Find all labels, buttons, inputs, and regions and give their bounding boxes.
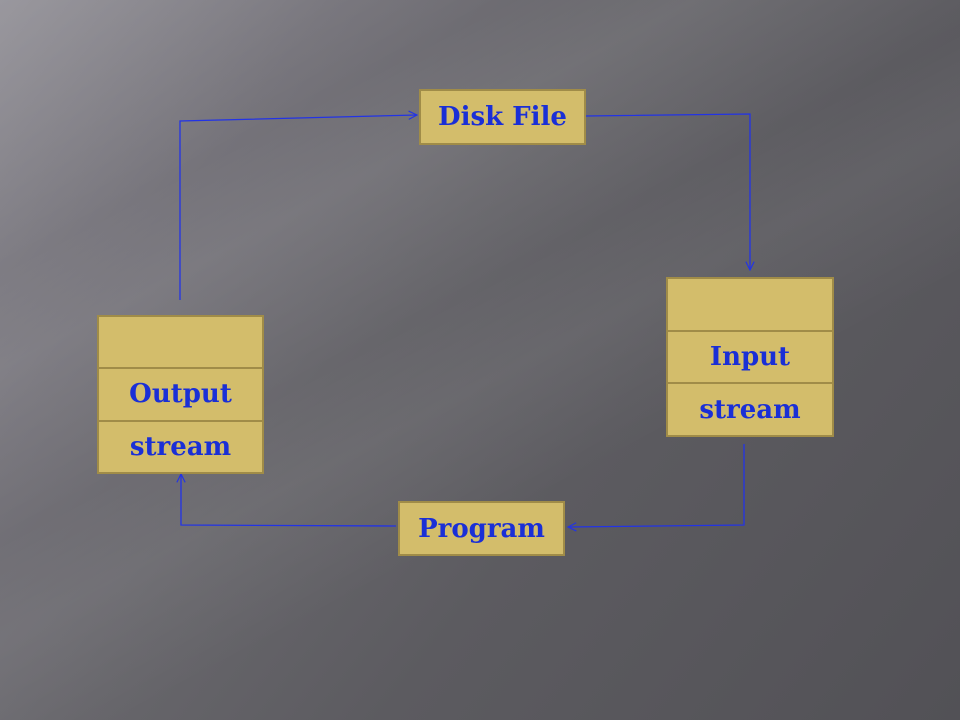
program-box: Program [398, 501, 565, 556]
arrow-program-to-output [181, 474, 397, 527]
output-stream-cell-1: Output [99, 367, 262, 419]
input-stream-cell-2: stream [668, 382, 832, 435]
output-stream-cell-2: stream [99, 419, 262, 472]
input-stream-cell-1: Input [668, 329, 832, 383]
disk-file-box: Disk File [419, 89, 586, 145]
input-stream-label-line2: stream [699, 394, 801, 425]
output-stream-cell-blank [99, 317, 262, 367]
arrow-output-to-disk [179, 115, 417, 300]
arrow-disk-to-input [585, 113, 750, 270]
input-stream-cell-blank [668, 279, 832, 330]
output-stream-label-line1: Output [129, 379, 232, 410]
output-stream-label-line2: stream [129, 431, 232, 462]
disk-file-label: Disk File [438, 102, 567, 132]
arrow-input-to-program [568, 444, 745, 527]
input-stream-label-line1: Input [709, 342, 791, 372]
output-stream-box: Output stream [97, 315, 264, 474]
input-stream-box: Input stream [666, 277, 834, 437]
program-label: Program [418, 513, 545, 544]
